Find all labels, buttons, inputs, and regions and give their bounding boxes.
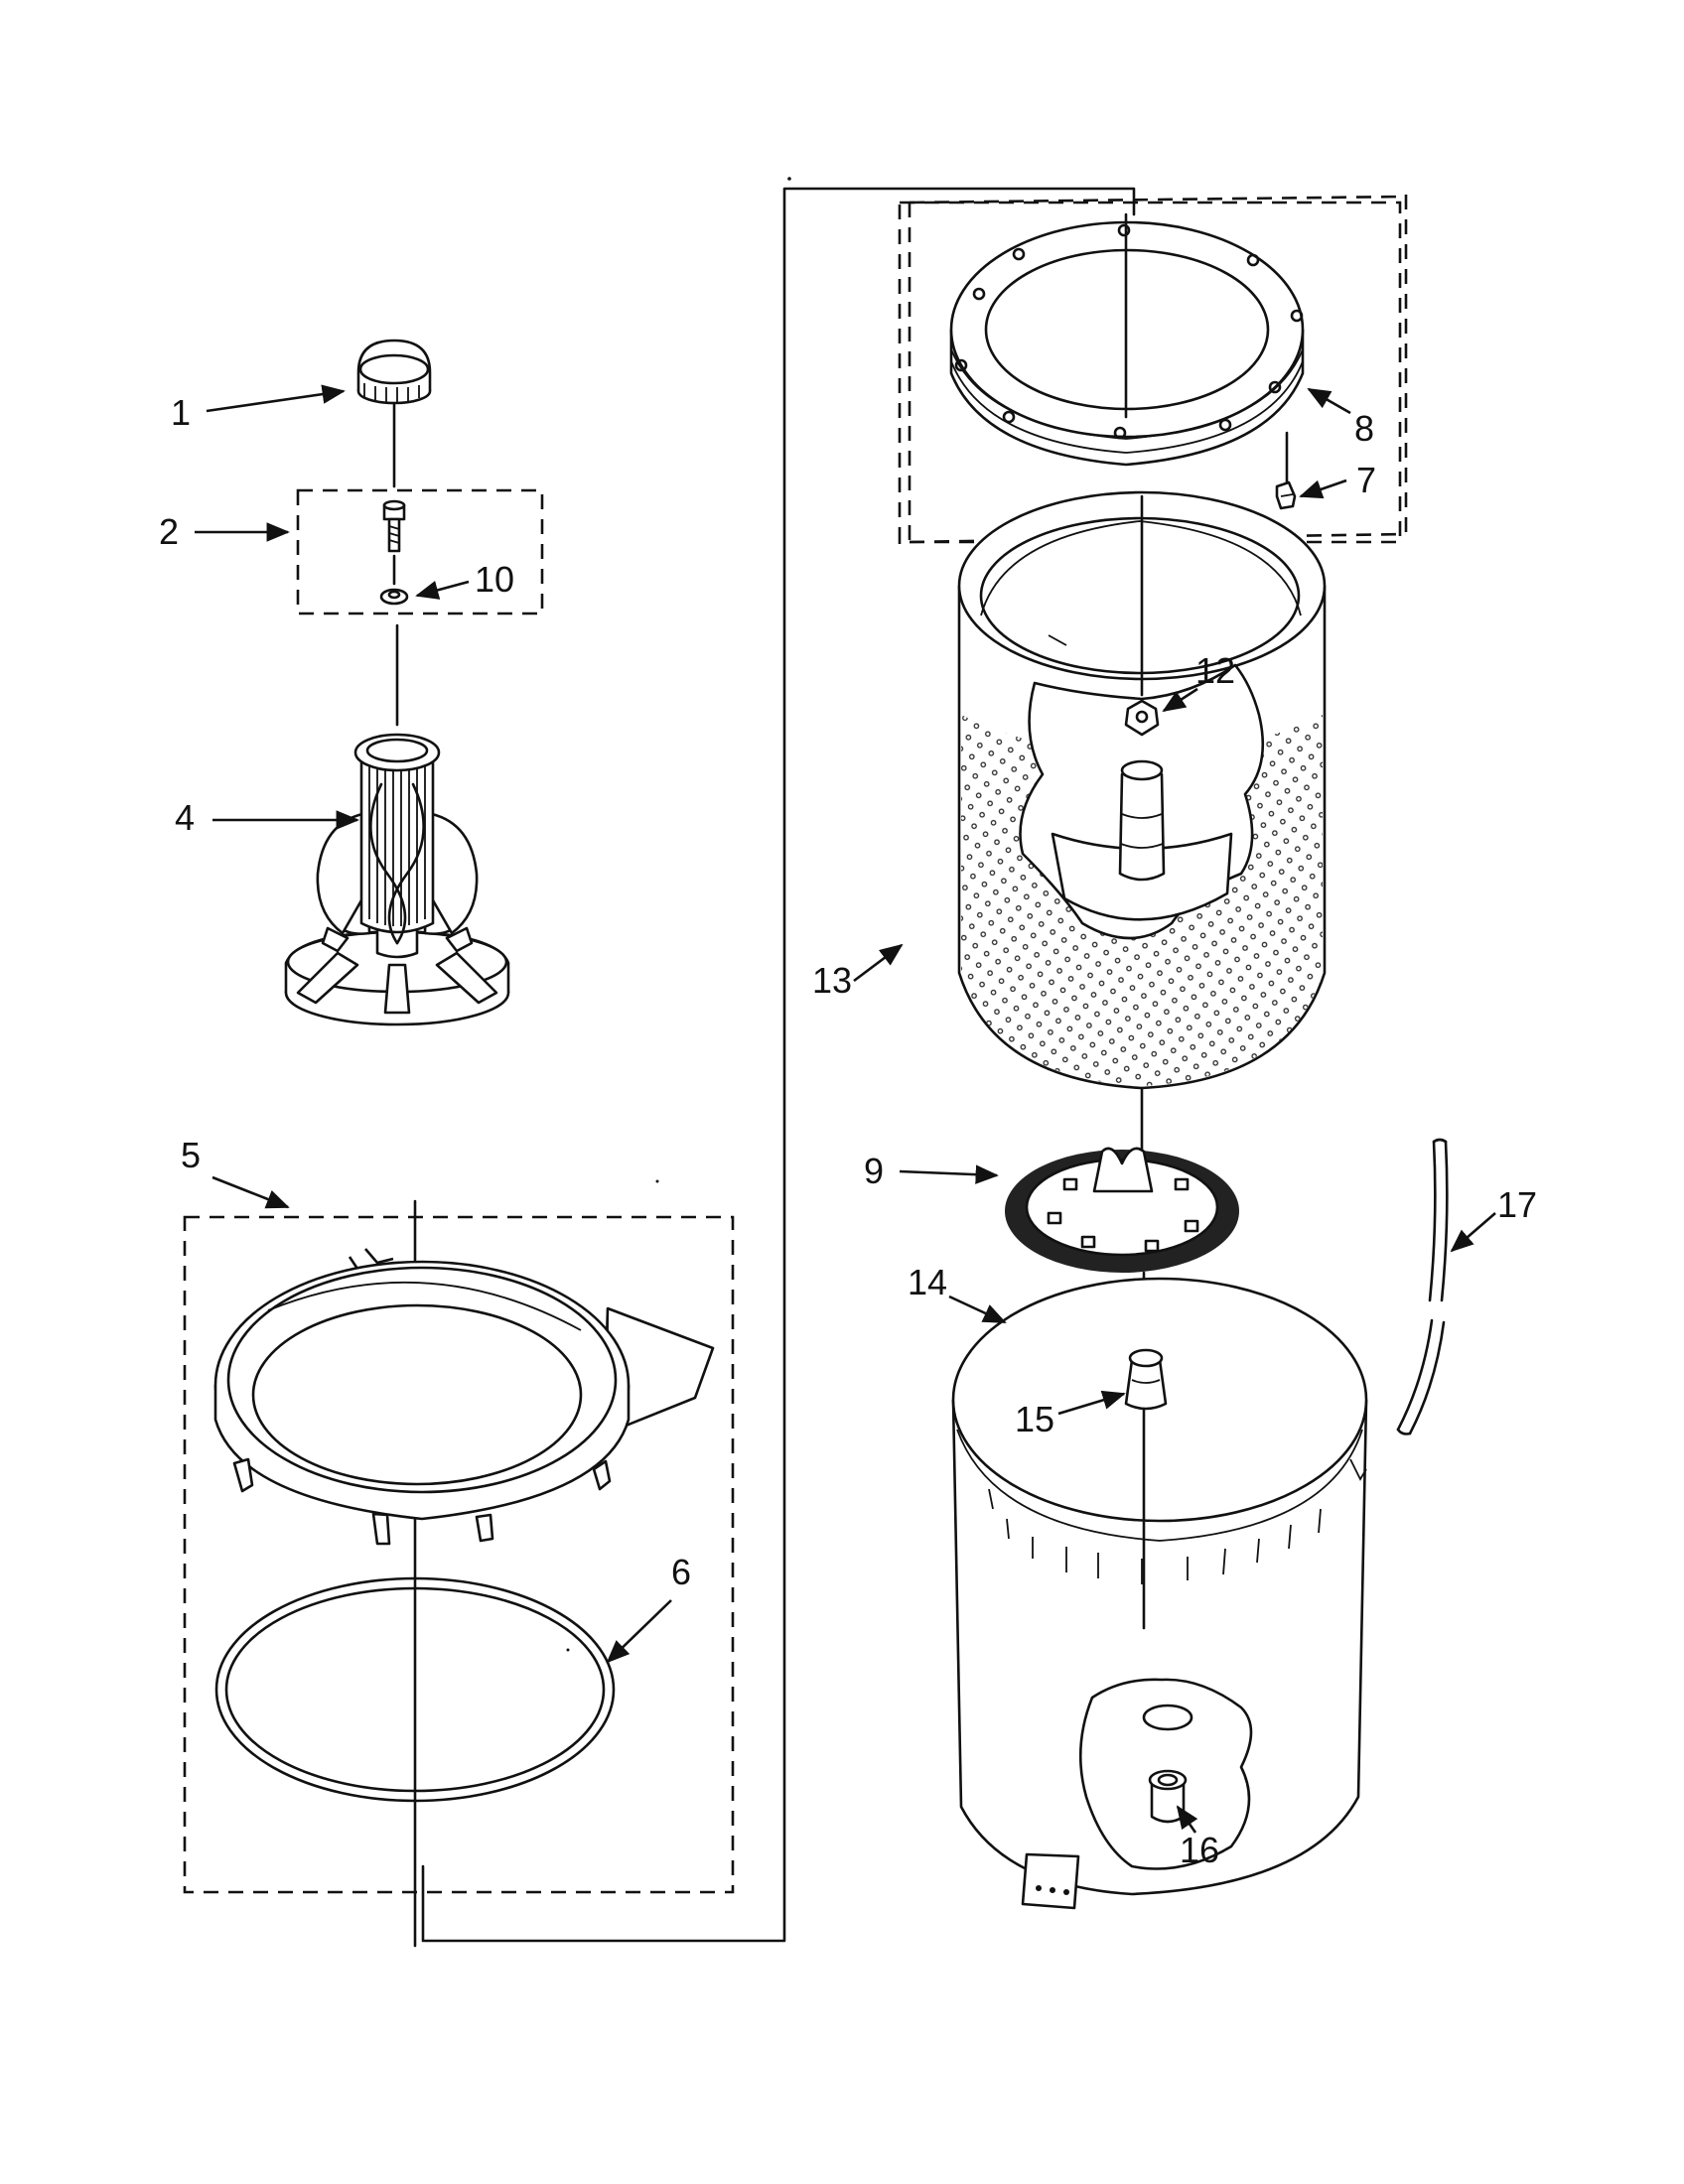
callout-6: 6	[606, 1552, 691, 1664]
callout-8: 8	[1307, 387, 1374, 449]
part-7-clip	[1275, 431, 1297, 510]
part-13-assembly-box	[898, 201, 1402, 544]
callout-10: 10	[415, 559, 514, 600]
label-part-1: 1	[171, 392, 191, 433]
callout-9: 9	[864, 1151, 999, 1191]
callout-5: 5	[181, 1135, 290, 1209]
callout-12: 12	[1162, 650, 1235, 713]
part-1-cap	[356, 339, 432, 488]
callout-14: 14	[908, 1262, 1007, 1324]
part-5-assembly-box	[183, 1215, 735, 1894]
callout-1: 1	[171, 384, 346, 433]
label-part-13: 13	[812, 960, 852, 1001]
assembly-connector-line	[421, 187, 1136, 1943]
callout-15: 15	[1015, 1390, 1126, 1439]
callout-4: 4	[175, 797, 359, 838]
part-5-tub-ring	[213, 1248, 715, 1546]
label-part-9: 9	[864, 1151, 884, 1191]
callout-13: 13	[812, 943, 904, 1001]
part-9-drive-hub	[1005, 1147, 1239, 1273]
label-part-8: 8	[1354, 408, 1374, 449]
label-part-6: 6	[671, 1552, 691, 1592]
part-4-agitator	[284, 733, 510, 1026]
label-part-17: 17	[1497, 1184, 1537, 1225]
part-17-hose	[1396, 1138, 1449, 1435]
label-part-7: 7	[1356, 460, 1376, 500]
label-part-16: 16	[1180, 1830, 1219, 1870]
callout-2: 2	[159, 511, 290, 552]
callout-16: 16	[1176, 1805, 1219, 1870]
label-part-4: 4	[175, 797, 195, 838]
callout-7: 7	[1299, 460, 1376, 500]
part-2-bolt-kit	[296, 488, 544, 615]
label-part-2: 2	[159, 511, 179, 552]
part-15-bearing	[1124, 1348, 1168, 1411]
label-part-5: 5	[181, 1135, 201, 1175]
part-6-seal-ring	[214, 1576, 616, 1803]
label-part-15: 15	[1015, 1399, 1054, 1439]
label-part-12: 12	[1195, 650, 1235, 691]
label-part-10: 10	[475, 559, 514, 600]
label-part-14: 14	[908, 1262, 947, 1302]
callout-17: 17	[1450, 1184, 1537, 1253]
